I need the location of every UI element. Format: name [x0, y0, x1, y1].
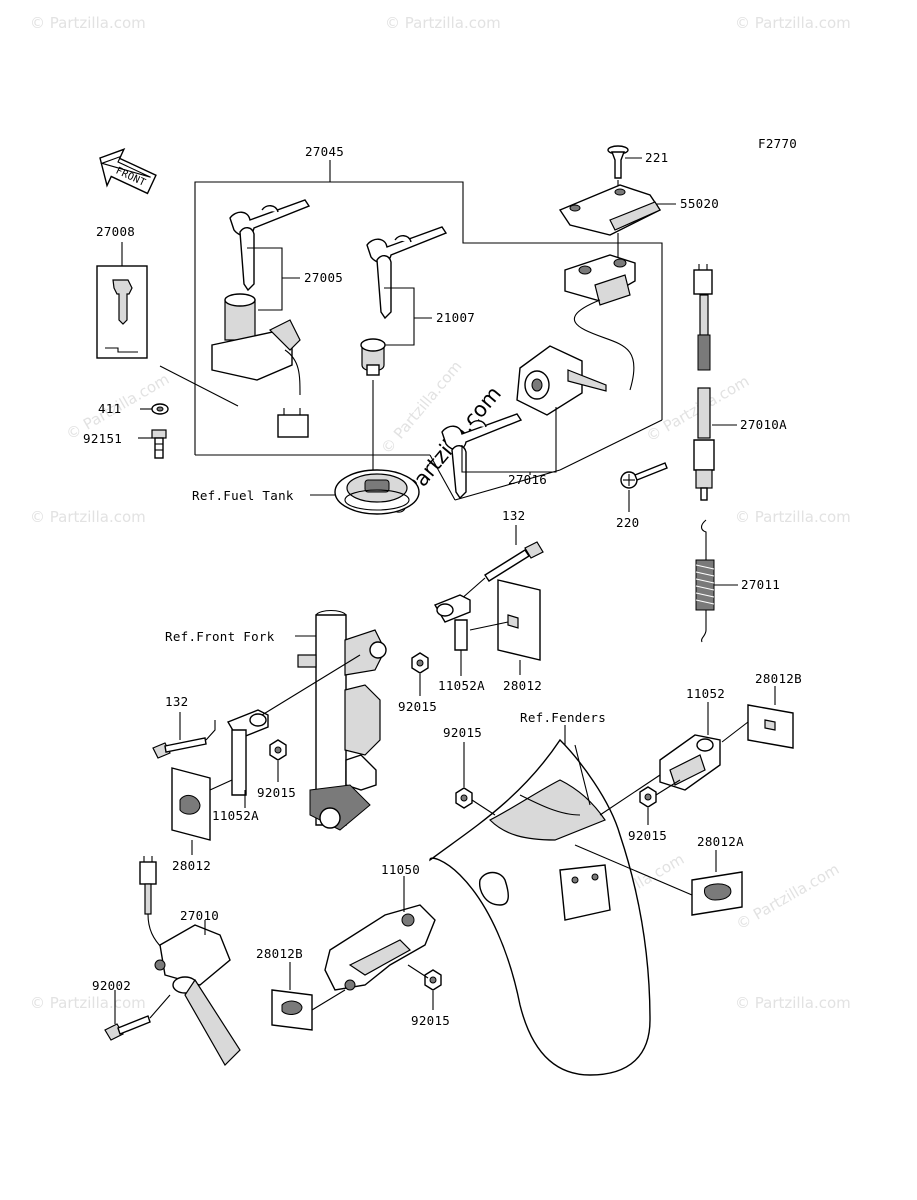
watermark-text: © Partzilla.com [30, 14, 146, 32]
fuel-tank-cap [334, 469, 420, 515]
ref-fuel-tank: Ref.Fuel Tank [192, 488, 294, 503]
part-number-221: 221 [645, 150, 668, 165]
part-number-27010: 27010 [180, 908, 219, 923]
part-number-92015-center: 92015 [443, 725, 482, 740]
watermark-text: © Partzilla.com [733, 860, 842, 933]
part-number-92015-bottom: 92015 [411, 1013, 450, 1028]
part-number-27005: 27005 [304, 270, 343, 285]
bracket-11052A-upper [433, 594, 509, 651]
figure-code: F2770 [758, 136, 797, 151]
watermark-text: © Partzilla.com [30, 994, 146, 1012]
seat-lock-27016 [441, 345, 607, 500]
part-number-28012-upper: 28012 [503, 678, 542, 693]
part-number-11052A-upper: 11052A [438, 678, 485, 693]
bracket-11052 [659, 734, 721, 791]
part-number-11052A-lower: 11052A [212, 808, 259, 823]
part-number-27010A: 27010A [740, 417, 787, 432]
watermark-text: © Partzilla.com [735, 14, 851, 32]
kit-27045-bracket [194, 160, 663, 501]
part-number-28012-lower: 28012 [172, 858, 211, 873]
bracket-11050 [324, 904, 436, 991]
nut-92015-bottom [424, 969, 442, 991]
key-blank-27008 [96, 265, 148, 359]
part-number-27011: 27011 [741, 577, 780, 592]
fuel-cap-lock-21007 [360, 226, 448, 376]
reflector-28012-upper [497, 579, 541, 661]
part-number-27008: 27008 [96, 224, 135, 239]
seat-lock-bracket [564, 254, 636, 391]
part-number-28012B-right: 28012B [755, 671, 802, 686]
part-number-11050: 11050 [381, 862, 420, 877]
bolt-132-top [484, 541, 544, 582]
nut-92015-center [455, 787, 473, 809]
bracket-11052A-lower [226, 709, 269, 796]
reflector-28012B-right [747, 704, 794, 749]
part-number-27045: 27045 [305, 144, 344, 159]
rear-fender [429, 738, 651, 1076]
nut-92015-right [639, 786, 657, 808]
ref-front-fork: Ref.Front Fork [165, 629, 275, 644]
watermark-text: © Partzilla.com [30, 508, 146, 526]
watermark-text: © Partzilla.com [385, 14, 501, 32]
part-number-92151: 92151 [83, 431, 122, 446]
part-number-92002: 92002 [92, 978, 131, 993]
nut-92015-upper [411, 652, 429, 674]
bolt-92151 [151, 429, 167, 459]
bolt-132-left [152, 737, 207, 759]
part-number-21007: 21007 [436, 310, 475, 325]
switch-27010A [693, 264, 715, 501]
nut-92015-left [269, 739, 287, 761]
watermark-text: © Partzilla.com [735, 508, 851, 526]
ref-fenders: Ref.Fenders [520, 710, 606, 725]
bolt-92002 [104, 1015, 151, 1041]
part-number-411: 411 [98, 401, 121, 416]
reflector-28012-lower [171, 767, 211, 841]
part-number-55020: 55020 [680, 196, 719, 211]
part-number-92015-left: 92015 [257, 785, 296, 800]
washer-411 [151, 403, 169, 415]
reflector-28012B-lower [271, 989, 313, 1031]
watermark-text: © Partzilla.com [735, 994, 851, 1012]
part-number-28012B-lower: 28012B [256, 946, 303, 961]
screw-220 [620, 462, 668, 489]
part-number-132-top: 132 [502, 508, 525, 523]
reflector-28012A [691, 871, 743, 916]
part-number-28012A: 28012A [697, 834, 744, 849]
part-number-220: 220 [616, 515, 639, 530]
spring-27011 [695, 519, 715, 643]
part-number-132-left: 132 [165, 694, 188, 709]
switch-27010 [139, 856, 241, 1066]
cover-plate-55020 [558, 184, 662, 236]
front-fork [297, 609, 387, 831]
part-number-92015-upper: 92015 [398, 699, 437, 714]
ignition-switch-27005 [211, 199, 311, 438]
part-number-92015-right: 92015 [628, 828, 667, 843]
screw-221 [607, 145, 629, 179]
front-arrow-icon: FRONT [99, 148, 157, 195]
part-number-27016: 27016 [508, 472, 547, 487]
part-number-11052: 11052 [686, 686, 725, 701]
